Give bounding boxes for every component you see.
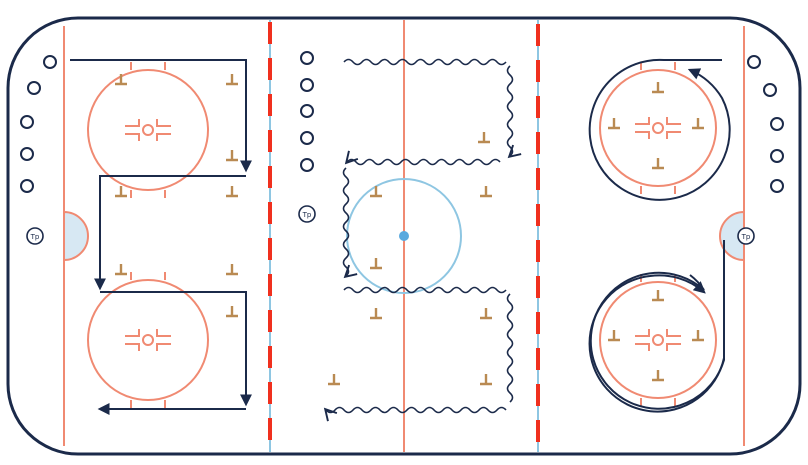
circle-outline-icon [300, 78, 314, 92]
center-circle [346, 178, 462, 294]
cone-icon [115, 186, 127, 198]
circle-outline-icon [747, 55, 761, 69]
cone-icon [226, 264, 238, 276]
puck-carry-path-neutral-zone [323, 58, 522, 422]
cones [115, 74, 704, 386]
svg-text:Tp: Tp [30, 233, 40, 241]
circle-outline-icon [20, 179, 34, 193]
cone-icon [608, 330, 620, 342]
coach-neutral: Tp [298, 205, 316, 223]
puck-carry-segment [342, 167, 358, 279]
cone-icon [692, 330, 704, 342]
circle-outline-icon [300, 131, 314, 145]
cone-icon [652, 158, 664, 170]
cone-icon [115, 74, 127, 86]
cone-icon [480, 374, 492, 386]
cone-icon [652, 290, 664, 302]
circle-outline-icon [20, 147, 34, 161]
circle-outline-icon [300, 158, 314, 172]
players-right [747, 55, 784, 193]
svg-text:Tp: Tp [302, 211, 312, 219]
coach-icon [26, 227, 44, 245]
center-dot [399, 231, 409, 241]
coach-icon [298, 205, 316, 223]
cone-icon [480, 308, 492, 320]
puck-carry-segment [506, 293, 514, 403]
cone-icon [652, 370, 664, 382]
circle-outline-icon [20, 115, 34, 129]
circle-outline-icon [770, 179, 784, 193]
puck-carry-segment [344, 150, 501, 166]
circle-outline-icon [43, 55, 57, 69]
puck-carry-segment [323, 406, 507, 422]
goal-crease-left [63, 210, 89, 262]
puck-carry-segment [343, 58, 507, 66]
circle-outline-icon [300, 51, 314, 65]
coach-right: Tp [737, 227, 755, 245]
cone-icon [115, 264, 127, 276]
players-neutral [300, 51, 314, 172]
goal-crease-right [719, 210, 745, 262]
cone-icon [370, 258, 382, 270]
cone-icon [478, 132, 490, 144]
cone-icon [226, 74, 238, 86]
svg-text:Tp: Tp [741, 233, 751, 241]
circle-outline-icon [770, 149, 784, 163]
cone-icon [370, 308, 382, 320]
cone-icon [608, 118, 620, 130]
skating-path-right-zone [588, 60, 731, 413]
cone-icon [692, 118, 704, 130]
faceoff-circle-bottom-left [87, 272, 209, 408]
cone-icon [226, 306, 238, 318]
puck-carry-segment [343, 286, 507, 294]
faceoff-circle-bottom-right [599, 274, 717, 406]
coach-left: Tp [26, 227, 44, 245]
skating-path-left-zone [70, 59, 252, 415]
circle-outline-icon [27, 81, 41, 95]
coach-icon [737, 227, 755, 245]
cone-icon [226, 186, 238, 198]
cone-icon [370, 186, 382, 198]
circle-outline-icon [770, 117, 784, 131]
cone-icon [226, 150, 238, 162]
faceoff-circle-top-left [87, 62, 209, 198]
circle-outline-icon [763, 83, 777, 97]
cone-icon [652, 82, 664, 94]
players-left [20, 55, 57, 193]
cone-icon [480, 186, 492, 198]
cone-icon [328, 374, 340, 386]
puck-carry-segment [506, 65, 522, 159]
faceoff-circle-top-right [599, 62, 717, 194]
circle-outline-icon [300, 104, 314, 118]
